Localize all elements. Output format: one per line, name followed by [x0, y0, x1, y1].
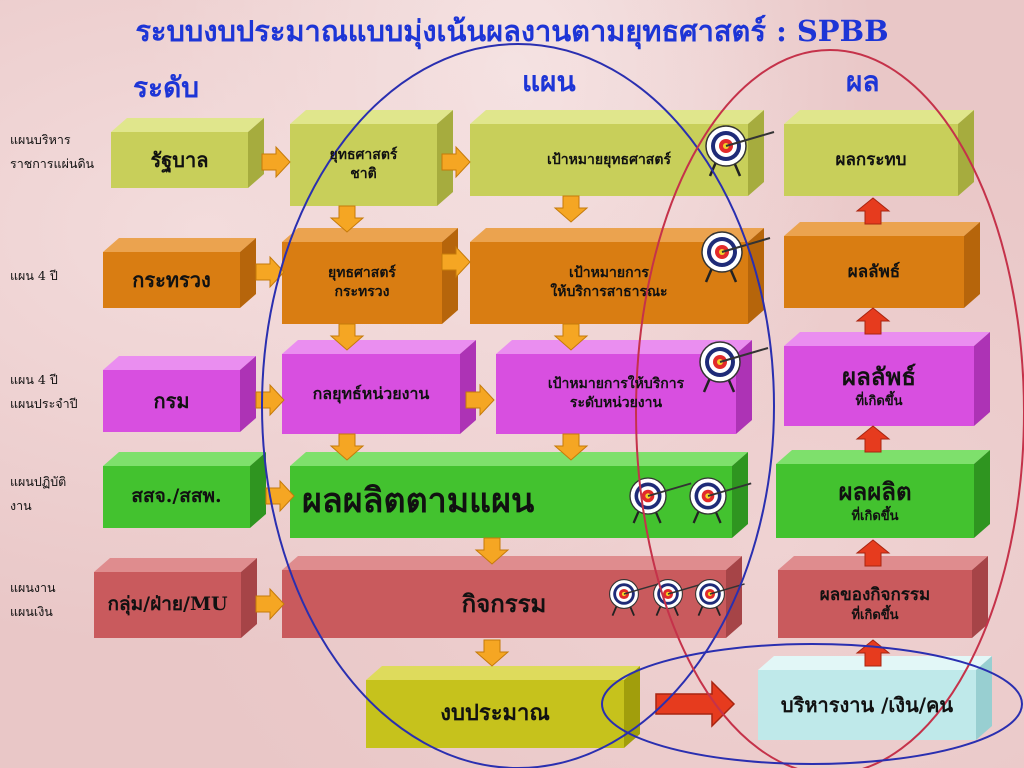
- target-icon: [688, 476, 753, 525]
- column-header-result: ผล: [846, 65, 880, 98]
- result-ellipse: [635, 49, 1024, 768]
- target-icon: [700, 230, 772, 284]
- target-icon: [698, 340, 770, 394]
- plan-box-national-strategy: ยุทธศาสตร์ชาติ: [290, 124, 437, 206]
- column-header-level: ระดับ: [133, 71, 200, 104]
- arrow-down-icon: [554, 323, 588, 351]
- row-label-operation: แผนปฏิบัติงาน: [10, 474, 67, 513]
- arrow-up-icon: [856, 425, 890, 453]
- arrow-down-icon: [330, 205, 364, 233]
- arrow-right-icon: [465, 384, 495, 416]
- management-ellipse: [601, 643, 1023, 765]
- arrow-right-icon: [261, 146, 291, 178]
- arrow-right-icon: [655, 680, 736, 728]
- column-header-plan: แผน: [522, 65, 576, 98]
- arrow-up-icon: [856, 639, 890, 667]
- arrow-down-icon: [554, 433, 588, 461]
- arrow-down-icon: [330, 323, 364, 351]
- row-label-department: แผน 4 ปีแผนประจำปี: [10, 372, 78, 411]
- target-icon: [652, 578, 704, 617]
- arrow-down-icon: [330, 433, 364, 461]
- plan-box-ministry-strategy: ยุทธศาสตร์กระทรวง: [282, 242, 442, 324]
- arrow-right-icon: [441, 146, 471, 178]
- page-title: ระบบงบประมาณแบบมุ่งเน้นผลงานตามยุทธศาสตร…: [135, 14, 889, 48]
- plan-box-strategy-target: เป้าหมายยุทธศาสตร์: [470, 124, 748, 196]
- result-box-outcome: ผลลัพธ์: [784, 236, 964, 308]
- target-icon: [704, 124, 776, 178]
- result-box-output-occurred: ผลผลิตที่เกิดขึ้น: [776, 464, 974, 538]
- result-box-outcome-occurred: ผลลัพธ์ที่เกิดขึ้น: [784, 346, 974, 426]
- arrow-right-icon: [441, 246, 471, 278]
- plan-box-activity: กิจกรรม: [282, 570, 726, 638]
- plan-box-budget: งบประมาณ: [366, 680, 624, 748]
- level-box-ministry: กระทรวง: [103, 252, 240, 308]
- level-box-unit: กลุ่ม/ฝ่าย/MU: [94, 572, 241, 638]
- row-label-ministry: แผน 4 ปี: [10, 268, 58, 283]
- result-box-activity-result: ผลของกิจกรรมที่เกิดขึ้น: [778, 570, 972, 638]
- arrow-up-icon: [856, 539, 890, 567]
- row-label-national: แผนบริหารราชการแผ่นดิน: [10, 132, 95, 171]
- row-label-finance: แผนงานแผนเงิน: [10, 580, 56, 619]
- plan-box-unit-target: เป้าหมายการให้บริการระดับหน่วยงาน: [496, 354, 736, 434]
- level-box-government: รัฐบาล: [111, 132, 248, 188]
- plan-ellipse: [261, 43, 775, 768]
- target-icon: [694, 578, 746, 617]
- level-box-provincial-office: สสจ./สสพ.: [103, 466, 250, 528]
- arrow-up-icon: [856, 307, 890, 335]
- plan-box-unit-strategy: กลยุทธ์หน่วยงาน: [282, 354, 460, 434]
- level-box-department: กรม: [103, 370, 240, 432]
- arrow-right-icon: [255, 384, 285, 416]
- arrow-down-icon: [554, 195, 588, 223]
- arrow-down-icon: [475, 639, 509, 667]
- target-icon: [608, 578, 660, 617]
- arrow-down-icon: [475, 537, 509, 565]
- arrow-right-icon: [255, 588, 285, 620]
- arrow-up-icon: [856, 197, 890, 225]
